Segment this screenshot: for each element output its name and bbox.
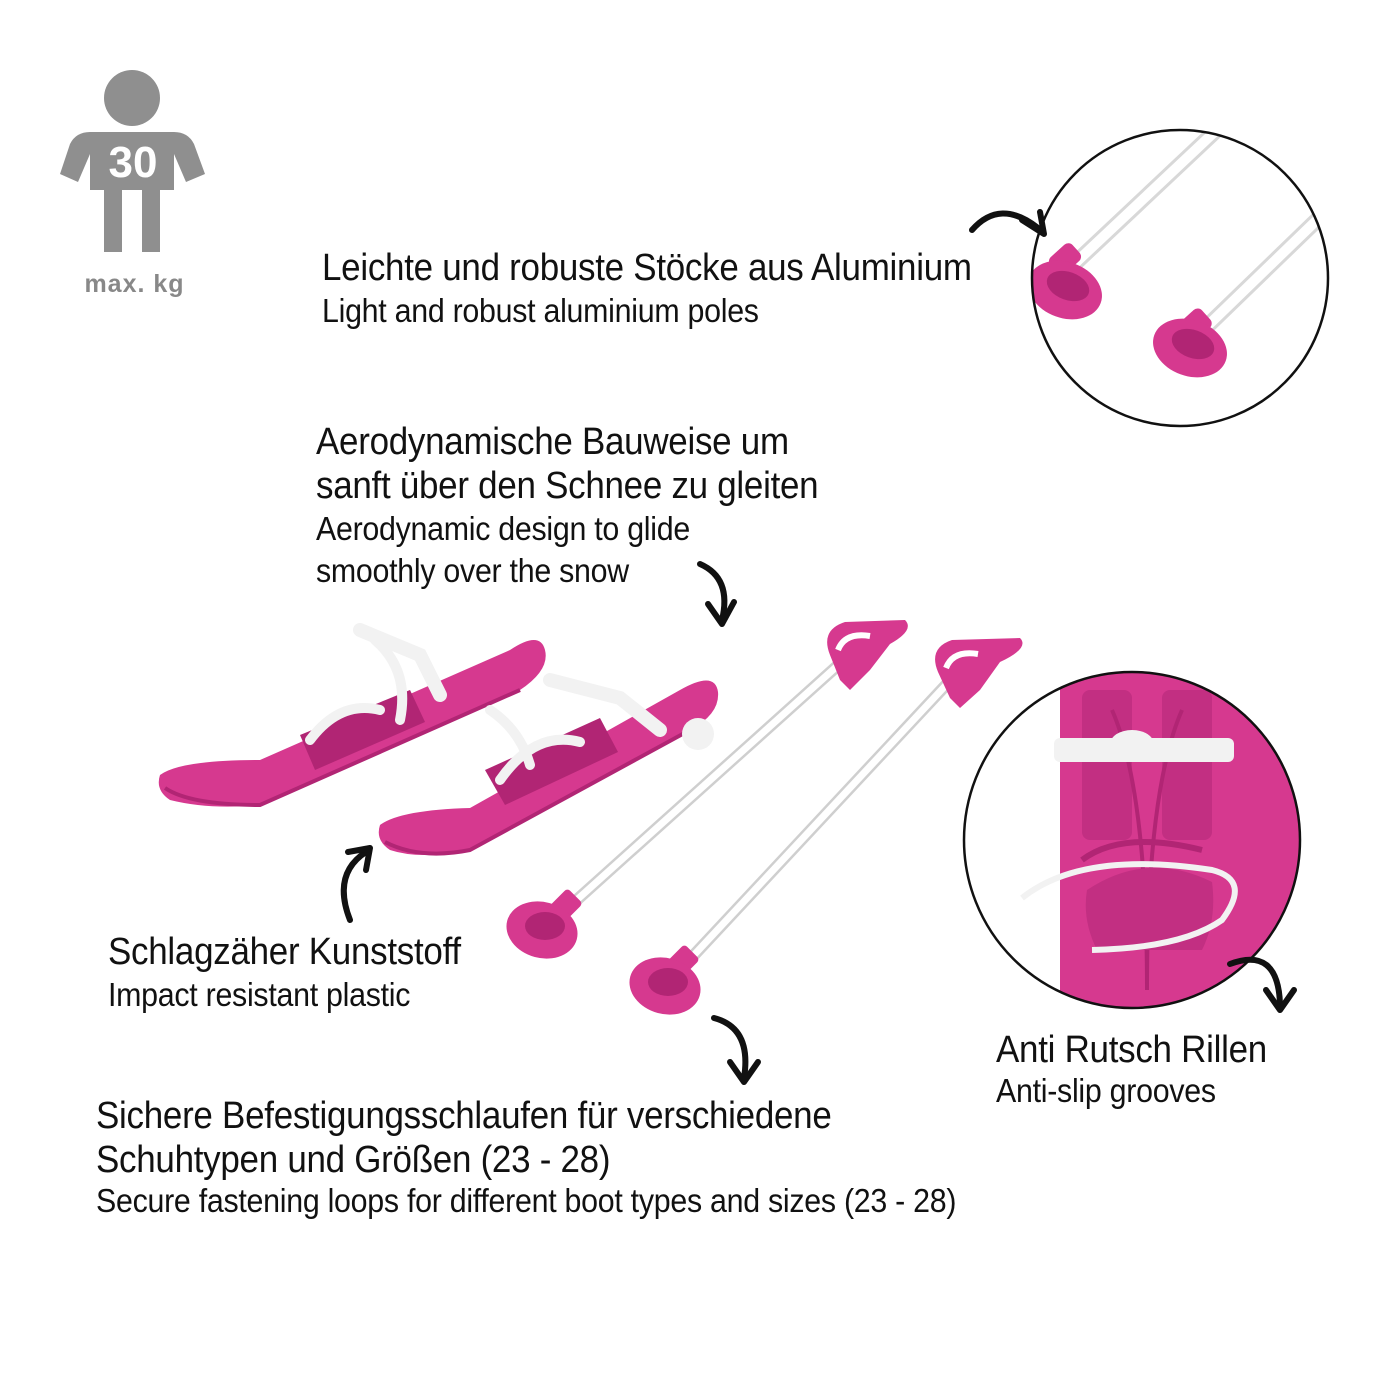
grooves-detail-zoom-circle (962, 670, 1302, 1010)
poles-detail-zoom-circle (1030, 128, 1330, 428)
plastic-callout-en: Impact resistant plastic (108, 976, 411, 1013)
weight-limit-number: 30 (108, 138, 158, 187)
ski-poles-image (500, 610, 1040, 1020)
person-silhouette-icon (60, 70, 205, 252)
aero-callout-en-line1: Aerodynamic design to glide (316, 510, 690, 547)
plastic-callout-de: Schlagzäher Kunststoff (108, 931, 461, 973)
plastic-arrow-icon (340, 845, 373, 923)
poles-callout-en: Light and robust aluminium poles (322, 292, 759, 329)
aero-arrow-icon (697, 561, 737, 627)
loops-callout-de-line2: Schuhtypen und Größen (23 - 28) (96, 1139, 611, 1181)
ski-pair-image (150, 610, 730, 870)
aero-callout-de-line1: Aerodynamische Bauweise um (316, 421, 789, 463)
aero-callout-de-line2: sanft über den Schnee zu gleiten (316, 465, 819, 507)
loops-callout-en: Secure fastening loops for different boo… (96, 1182, 957, 1219)
poles-callout-de: Leichte und robuste Stöcke aus Aluminium (322, 247, 972, 289)
weight-badge (60, 70, 205, 310)
aero-callout-en-line2: smoothly over the snow (316, 552, 629, 589)
loops-arrow-icon (711, 1015, 761, 1085)
poles-arrow-icon (969, 209, 1047, 237)
loops-callout-de-line1: Sichere Befestigungsschlaufen für versch… (96, 1095, 832, 1137)
grooves-callout-en: Anti-slip grooves (996, 1072, 1216, 1109)
weight-limit-label: max. kg (84, 270, 185, 298)
grooves-arrow-icon (1227, 956, 1297, 1013)
grooves-callout-de: Anti Rutsch Rillen (996, 1029, 1267, 1071)
